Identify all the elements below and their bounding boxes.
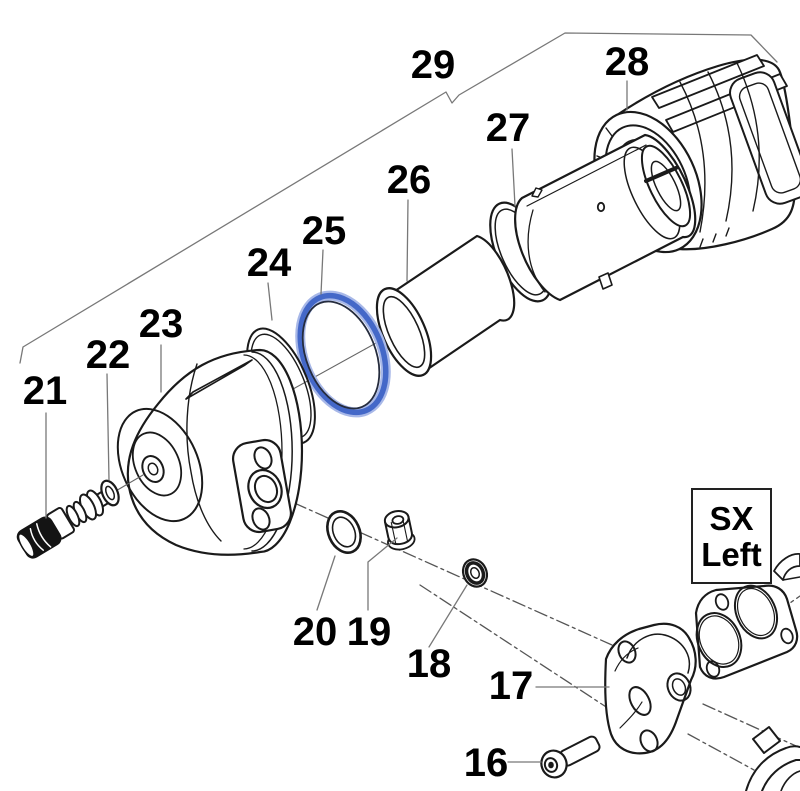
part-19-nut: [383, 510, 416, 551]
orientation-box-line1: SX: [709, 499, 754, 537]
callout-16: 16: [463, 741, 509, 785]
assembly-bracket-29: [19, 32, 778, 364]
leader-19: [367, 537, 398, 611]
callout-21: 21: [22, 369, 68, 413]
callout-25: 25: [301, 209, 347, 253]
leader-22: [106, 373, 110, 481]
leader-25: [320, 249, 324, 295]
callout-29: 29: [410, 43, 456, 87]
leader-20: [316, 555, 336, 611]
part-25-oring-highlighted: [295, 290, 391, 418]
callout-27: 27: [485, 106, 531, 150]
callout-23: 23: [138, 302, 184, 346]
callout-28: 28: [604, 40, 650, 84]
leader-24: [267, 282, 273, 321]
part-23-accumulator-cover: [116, 348, 304, 556]
callout-19: 19: [346, 610, 392, 654]
leader-27: [511, 148, 516, 207]
leader-26: [406, 199, 409, 282]
pump-gasket: [694, 584, 799, 680]
orientation-box: SX Left: [691, 488, 772, 584]
part-17-flange-fitting: [604, 622, 697, 755]
callout-17: 17: [488, 664, 534, 708]
part-18-washer: [461, 558, 489, 588]
part-16-bolt: [540, 735, 601, 779]
part-26-spacer-sleeve: [375, 234, 516, 377]
callout-18: 18: [406, 642, 452, 686]
part-20-oring: [326, 510, 362, 554]
part-21-pressure-valve: [16, 485, 120, 559]
leader-18: [428, 584, 468, 648]
orientation-box-line2: Left: [701, 535, 762, 573]
callout-26: 26: [386, 158, 432, 202]
callout-24: 24: [246, 241, 292, 285]
leader-lines: [45, 80, 628, 763]
pump-body-partial: [745, 553, 800, 791]
part-22-washer: [100, 479, 120, 507]
callout-22: 22: [85, 333, 131, 377]
callout-20: 20: [292, 610, 338, 654]
part-27-piston-cylinder: [489, 133, 697, 303]
